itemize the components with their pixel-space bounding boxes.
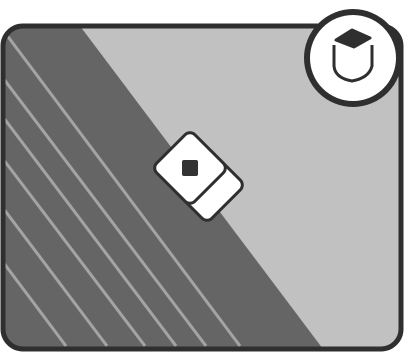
robot-cleaner-icon [153,131,244,222]
floor-stripes [3,26,242,347]
floor-panel-border [0,23,404,352]
robot-button-icon [182,160,198,176]
floor-stripe [3,203,109,347]
dust-bin-badge [304,9,402,107]
floor-stripe [3,73,208,347]
uncleaned-floor-area [3,26,323,349]
dust-bin-icon [332,28,374,83]
floor-stripe [3,26,242,347]
floor-stripe [3,154,147,347]
floor-stripe [3,257,68,347]
floor-stripe [3,112,178,347]
